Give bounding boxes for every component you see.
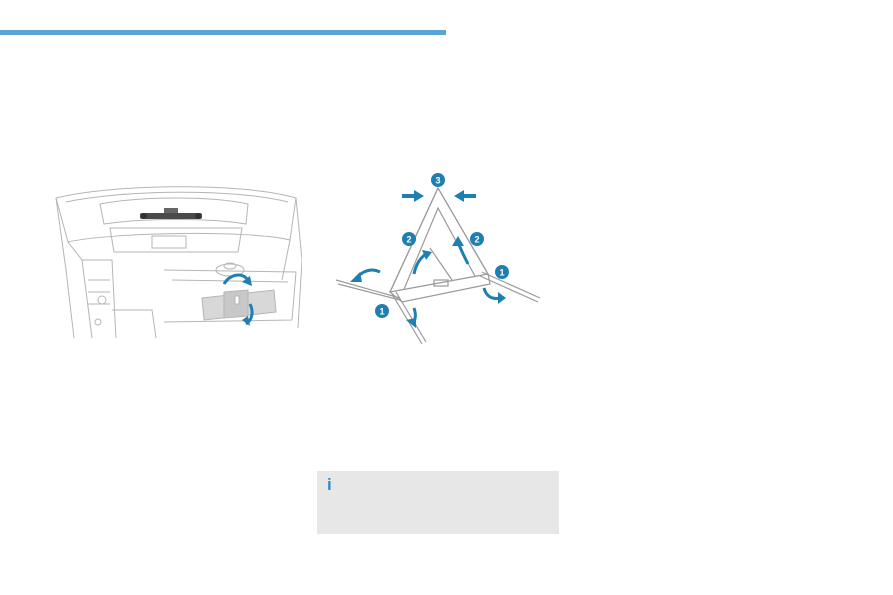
info-note-box: i — [317, 471, 559, 534]
step-badge-1-right: 1 — [495, 265, 509, 279]
trunk-storage-illustration — [55, 186, 302, 339]
step-badge-2-left: 2 — [402, 232, 416, 246]
step-badge-3: 3 — [431, 173, 445, 187]
svg-text:3: 3 — [435, 176, 440, 186]
warning-triangle-assembly-illustration: 3 2 2 1 1 — [335, 173, 541, 345]
step-badge-2-right: 2 — [470, 232, 484, 246]
svg-text:2: 2 — [474, 235, 479, 245]
step-badge-1-left: 1 — [375, 304, 389, 318]
info-icon: i — [327, 475, 332, 494]
svg-text:2: 2 — [406, 235, 411, 245]
svg-text:1: 1 — [499, 268, 504, 278]
section-header-bar — [0, 30, 446, 35]
svg-text:1: 1 — [379, 307, 384, 317]
